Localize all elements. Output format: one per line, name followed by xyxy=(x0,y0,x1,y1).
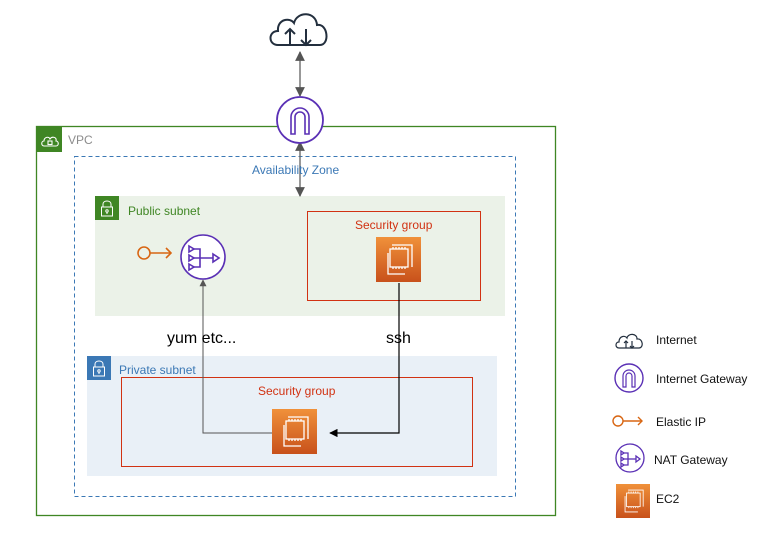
public-subnet-group xyxy=(95,196,505,316)
vpc-cloud-lock-icon xyxy=(41,136,59,147)
availability-zone-group xyxy=(74,156,516,497)
public-subnet-label: Public subnet xyxy=(128,204,201,218)
vpc-badge xyxy=(36,126,62,152)
public-security-group xyxy=(307,211,481,301)
legend-internet-icon xyxy=(615,333,643,349)
legend-ec2-icon xyxy=(616,484,650,518)
legend-item-nat-gateway: NAT Gateway xyxy=(654,453,728,467)
internet-icon xyxy=(269,13,328,47)
internet-gateway-icon xyxy=(276,96,324,144)
public-ec2-to-private-ec2-ssh-connector xyxy=(329,283,400,438)
legend-item-ec2: EC2 xyxy=(656,492,680,506)
private-security-group xyxy=(121,377,473,467)
lock-icon xyxy=(101,200,113,217)
elastic-ip-icon xyxy=(137,246,173,260)
vpc-label: VPC xyxy=(68,133,93,147)
private-subnet-label: Private subnet xyxy=(119,363,196,377)
ssh-connection-label: ssh xyxy=(386,330,411,347)
legend-item-internet: Internet xyxy=(656,333,697,347)
legend-nat-gateway-icon xyxy=(615,443,645,473)
legend-item-elastic-ip: Elastic IP xyxy=(656,415,707,429)
legend-internet-gateway-icon xyxy=(614,363,644,393)
nat-connection-label: yum etc... xyxy=(167,330,237,347)
private-ec2-to-nat-connector xyxy=(199,279,272,434)
ec2-icon-public xyxy=(376,237,421,282)
public-security-group-label: Security group xyxy=(355,218,433,232)
lock-icon xyxy=(93,360,105,377)
nat-gateway-icon xyxy=(180,234,226,280)
legend-item-internet-gateway: Internet Gateway xyxy=(656,372,748,386)
private-security-group-label: Security group xyxy=(258,384,336,398)
legend-elastic-ip-icon xyxy=(612,415,643,427)
availability-zone-label: Availability Zone xyxy=(252,163,340,177)
ec2-icon-private xyxy=(272,409,317,454)
